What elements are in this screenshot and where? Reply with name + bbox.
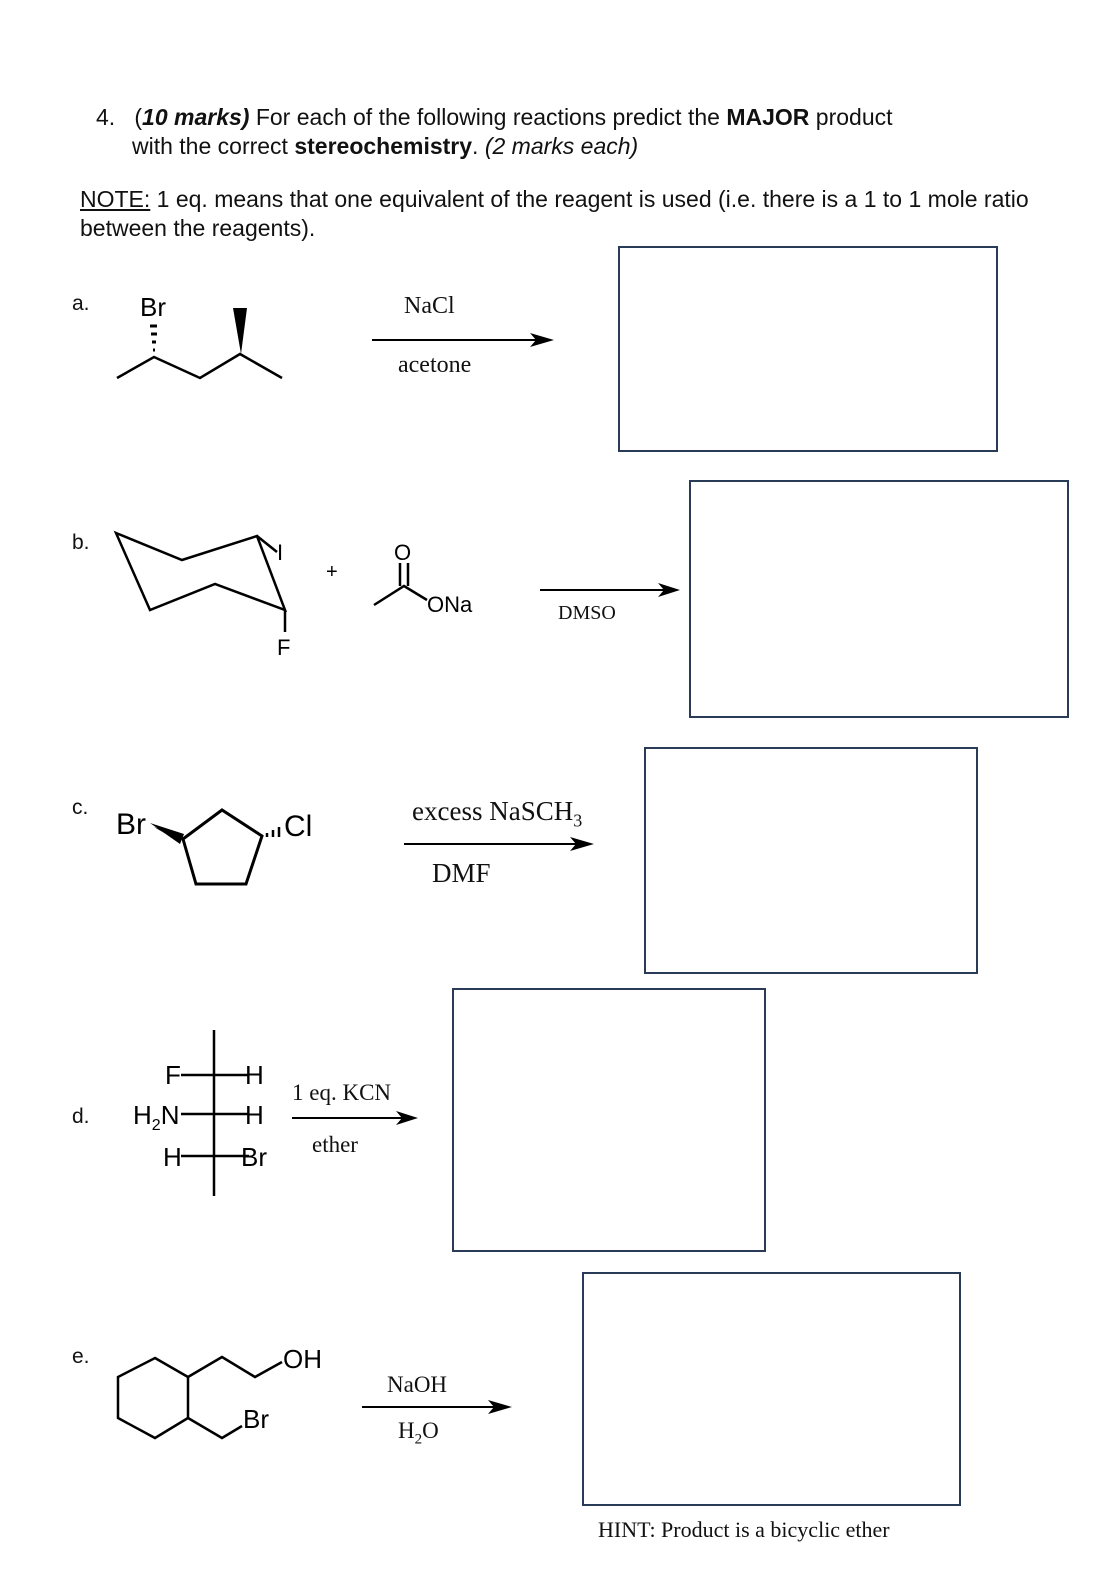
reagent-c-top: excess NaSCH3	[412, 796, 583, 831]
reagent-d-top: 1 eq. KCN	[292, 1080, 392, 1105]
reagent-e-bottom: H2O	[398, 1418, 439, 1448]
hashed-wedge-a	[150, 324, 157, 352]
chain-a	[116, 352, 283, 380]
reagent-b-bottom: DMSO	[558, 602, 616, 624]
part-label-b: b.	[72, 531, 90, 554]
question-header: 4. (10 marks) For each of the following …	[96, 103, 893, 161]
atom-i-b: I	[277, 540, 283, 565]
atom-ona-b: ONa	[427, 592, 473, 617]
answer-box-e[interactable]	[582, 1272, 961, 1506]
reagent-e-top: NaOH	[387, 1372, 448, 1397]
molecule-a: Br	[116, 292, 283, 380]
atom-br-c: Br	[116, 808, 146, 841]
fischer-projection-d: F H H2N H H Br	[133, 1030, 267, 1196]
arrow-b	[540, 583, 680, 597]
reagent-c-bottom: DMF	[432, 858, 491, 888]
plus-sign-b: +	[326, 561, 338, 583]
reagent-a-top: NaCl	[404, 293, 455, 319]
atom-cl-c: Cl	[284, 810, 312, 843]
question-line-2: with the correct stereochemistry. (2 mar…	[132, 133, 639, 159]
note-label: NOTE:	[80, 186, 151, 212]
answer-box-a[interactable]	[618, 246, 998, 452]
atom-o-b: O	[394, 540, 411, 565]
answer-box-d[interactable]	[452, 988, 766, 1252]
side-chain-oh	[187, 1355, 283, 1379]
part-label-d: d.	[72, 1105, 90, 1128]
atom-h2n-d: H2N	[133, 1100, 179, 1134]
molecule-c: Br Cl	[116, 808, 312, 886]
arrow-e	[362, 1400, 512, 1414]
arrow-c	[404, 837, 594, 851]
major-emphasis: MAJOR	[726, 104, 810, 130]
question-number: 4.	[96, 104, 116, 130]
question-marks: 10 marks	[142, 104, 242, 130]
cyclohexane-chair	[113, 530, 288, 613]
marks-each: (2 marks each)	[484, 133, 639, 159]
question-line-1: 4. (10 marks) For each of the following …	[96, 104, 893, 130]
atom-h3-d: H	[163, 1142, 182, 1172]
wedge-a	[233, 308, 247, 354]
atom-f-b: F	[277, 635, 290, 660]
part-label-a: a.	[72, 292, 90, 315]
reagent-a-bottom: acetone	[398, 352, 472, 378]
atom-br-e: Br	[243, 1404, 269, 1434]
arrow-d	[292, 1111, 418, 1125]
note-text: 1 eq. means that one equivalent of the r…	[80, 186, 1029, 241]
arrow-a	[372, 333, 554, 347]
atom-br-a: Br	[140, 292, 166, 322]
atom-br-d: Br	[241, 1142, 267, 1172]
side-chain-br	[187, 1416, 243, 1440]
molecule-e: OH Br	[116, 1344, 322, 1440]
stereochemistry-emphasis: stereochemistry	[294, 133, 473, 159]
part-label-e: e.	[72, 1345, 90, 1368]
molecule-b: I F + O ONa	[113, 530, 473, 660]
note-paragraph: NOTE: 1 eq. means that one equivalent of…	[80, 185, 1040, 243]
answer-box-b[interactable]	[689, 480, 1069, 718]
reagent-d-bottom: ether	[312, 1132, 358, 1157]
atom-h1-d: H	[245, 1060, 264, 1090]
cyclohexane-e	[116, 1356, 190, 1440]
atom-oh-e: OH	[283, 1344, 322, 1374]
part-label-c: c.	[72, 796, 89, 819]
hashed-wedge-c	[265, 827, 281, 837]
hint-text: HINT: Product is a bicyclic ether	[598, 1517, 890, 1542]
atom-h2-d: H	[245, 1100, 264, 1130]
atom-f-d: F	[165, 1060, 181, 1090]
answer-box-c[interactable]	[644, 747, 978, 974]
cyclopentane	[181, 808, 264, 886]
